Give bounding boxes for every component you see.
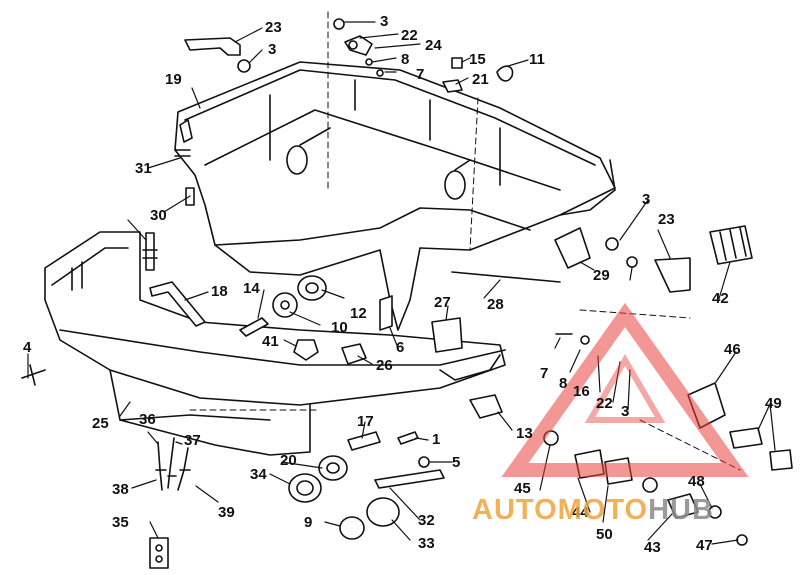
- callout-31: 31: [135, 160, 152, 177]
- callout-36: 36: [139, 411, 156, 428]
- callout-22-right: 22: [596, 395, 613, 412]
- callout-16: 16: [573, 383, 590, 400]
- callout-33: 33: [418, 535, 435, 552]
- callout-32: 32: [418, 512, 435, 529]
- callout-1: 1: [432, 431, 441, 448]
- callout-21: 21: [472, 71, 489, 88]
- callout-30: 30: [150, 207, 167, 224]
- callout-8-top: 8: [401, 51, 410, 68]
- callout-35: 35: [112, 514, 129, 531]
- callout-13: 13: [516, 425, 533, 442]
- callout-46: 47: [696, 537, 713, 554]
- callout-3-right: 3: [642, 191, 651, 208]
- callout-37: 37: [184, 432, 201, 449]
- callout-3-top: 3: [380, 13, 389, 30]
- callout-23-top: 23: [265, 19, 282, 36]
- callout-7-right: 7: [540, 365, 549, 382]
- callout-24: 24: [425, 37, 442, 54]
- callout-20: 20: [280, 452, 297, 469]
- callout-17: 17: [357, 413, 374, 430]
- watermark-moto: MOTO: [557, 494, 649, 526]
- callout-4: 4: [23, 339, 32, 356]
- callout-15: 15: [469, 51, 486, 68]
- upper-cover-hood: [174, 61, 616, 331]
- detail-parts: [21, 18, 793, 569]
- callout-3-lower: 3: [621, 403, 630, 420]
- callout-7-top: 7: [416, 66, 425, 83]
- callout-10: 10: [331, 319, 348, 336]
- callout-22-top: 22: [401, 27, 418, 44]
- callout-12: 12: [350, 305, 367, 322]
- callout-39: 39: [218, 504, 235, 521]
- watermark-hub: HUB: [648, 494, 714, 526]
- callout-25: 25: [92, 415, 109, 432]
- watermark-wordmark: AUTOMOTOHUB: [472, 494, 714, 527]
- callout-14: 14: [243, 280, 260, 297]
- callout-48: 49: [765, 395, 782, 412]
- callout-27: 27: [434, 294, 451, 311]
- lower-cover-pan: [44, 231, 506, 456]
- callout-19: 19: [165, 71, 182, 88]
- callout-45: 46: [724, 341, 741, 358]
- callout-42: 43: [644, 539, 661, 556]
- callout-23-right: 23: [658, 211, 675, 228]
- callout-18: 18: [211, 283, 228, 300]
- callout-49: 50: [596, 526, 613, 543]
- callout-38: 38: [112, 481, 129, 498]
- callout-26: 26: [376, 357, 393, 374]
- leader-lines: [27, 21, 776, 545]
- callout-6: 6: [396, 339, 405, 356]
- callout-9: 9: [304, 514, 313, 531]
- callout-28: 29: [593, 267, 610, 284]
- callout-3-top-left: 3: [268, 41, 277, 58]
- callout-43: 44: [572, 504, 589, 521]
- callout-34: 34: [250, 466, 267, 483]
- callout-5: 5: [452, 454, 461, 471]
- callout-11: 11: [529, 51, 545, 68]
- callout-40: 41: [262, 333, 279, 350]
- callout-41: 42: [712, 290, 729, 307]
- watermark-auto: AUTO: [472, 494, 558, 526]
- watermark-logo: [501, 302, 749, 477]
- callout-29: 28: [487, 296, 504, 313]
- callout-44: 45: [514, 480, 531, 497]
- callout-47: 48: [688, 473, 705, 490]
- callout-8-right: 8: [559, 375, 568, 392]
